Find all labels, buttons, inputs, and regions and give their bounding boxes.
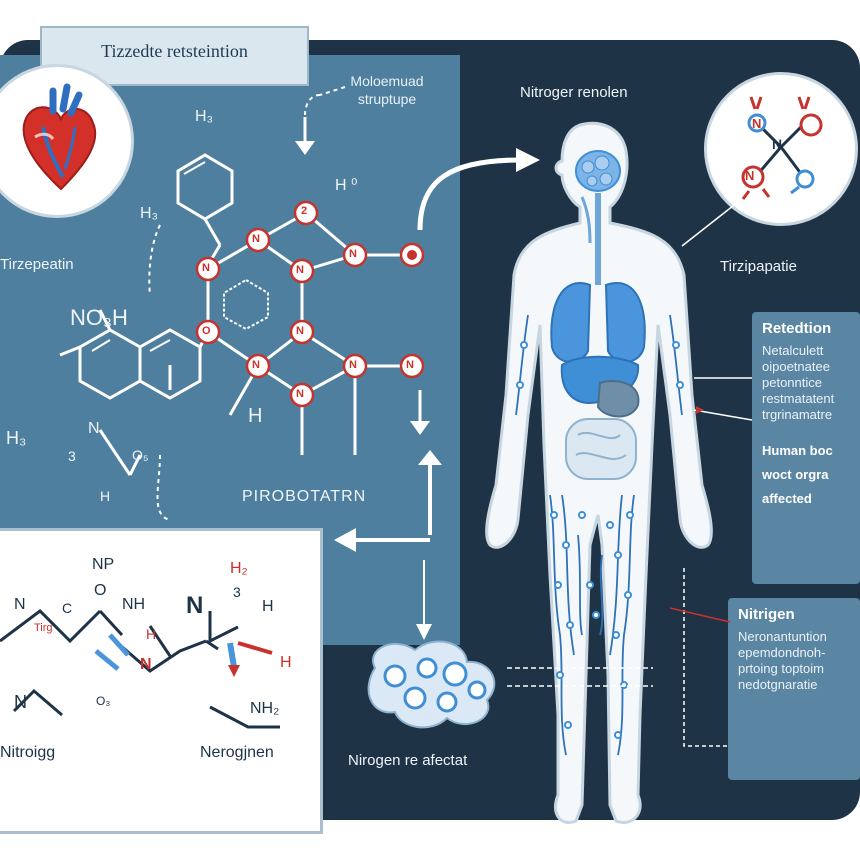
nitrigen-line: epemdondnoh- (738, 645, 826, 660)
nitrigen-line: Neronantuntion (738, 629, 827, 644)
bottom-chem-o3: O₃ (96, 694, 111, 708)
page-title: Tizzedte retsteintion (101, 41, 248, 61)
bottom-chem-o: O (94, 582, 107, 599)
affected-line: woct orgra (762, 467, 829, 482)
bottom-center-label: Nirogen re afectat (348, 752, 468, 769)
retention-line: petonntice (762, 375, 822, 390)
retention-line: oipoetnatee (762, 359, 830, 374)
bottom-chem-three: 3 (233, 584, 241, 600)
atom-n1: N (252, 233, 260, 245)
atom-z: 2 (301, 205, 308, 217)
top-right-label: Tirzipapatie (720, 258, 797, 275)
molecule-structure (59, 86, 442, 535)
retention-info-box: Retedtion Netalculett oipoetnatee petonn… (752, 312, 860, 584)
atom-n2: N (202, 262, 210, 274)
bottom-label-left: Nitroigg (0, 744, 56, 761)
atom-circles (195, 200, 425, 408)
chem-ho: H ⁰ (335, 177, 358, 194)
chem-h-mid: H (248, 405, 263, 427)
leader-lines-retention (693, 377, 753, 421)
bottom-chem-tirg: Tirg (34, 622, 53, 634)
human-body (485, 121, 713, 824)
bottom-chem-np: NP (92, 556, 115, 573)
affected-line: Human boc (762, 443, 833, 458)
retention-line: trgrinamatre (762, 407, 833, 422)
nitrigen-heading: Nitrigen (738, 606, 795, 623)
mini-n-right: N (752, 116, 762, 131)
nitrogen-removal-label: Nitroger renolen (520, 84, 628, 101)
chem-three: 3 (68, 448, 76, 464)
chem-o: O₅ (132, 447, 149, 463)
retention-line: Netalculett (762, 343, 824, 358)
atom-n7: N (349, 359, 357, 371)
chem-noh: NO₃H (70, 305, 128, 330)
mini-n-left: N (745, 168, 755, 183)
nitrogen-molecule-circle (704, 72, 858, 226)
curved-arrow (417, 148, 540, 231)
cell-leader-line (507, 667, 653, 687)
bottom-chem-nh2: NH₂ (250, 700, 280, 717)
bottom-chem-h-red: H (146, 626, 157, 642)
bottom-chem-n-red: N (140, 656, 152, 673)
affected-line: affected (762, 491, 812, 506)
bottom-chem-h-right: H (280, 654, 292, 671)
leader-line-molecule (681, 201, 739, 247)
bottom-chem-n-bl: N (14, 692, 27, 712)
retention-line: restmatatent (762, 391, 835, 406)
chem-h3-left: H₃ (140, 205, 159, 222)
heart-label: Tirzepeatin (0, 256, 74, 273)
center-label: PIROBOTATRN (242, 488, 367, 505)
heart-circle (0, 64, 134, 218)
bottom-chem-h2-red: H₂ (230, 560, 248, 577)
chem-n-lower: N (88, 420, 100, 437)
atom-o1: O (202, 325, 211, 337)
bottom-chem-nh: NH (122, 596, 146, 613)
bottom-label-right: Nerogjnen (200, 744, 274, 761)
leader-lines-nitrigen (669, 568, 731, 747)
chemical-structure-drawing (0, 609, 280, 729)
retention-heading: Retedtion (762, 320, 832, 337)
molecular-structure-label: Moloemuad struptupe (350, 73, 424, 107)
atom-layer (0, 55, 460, 535)
atom-n9: N (296, 388, 304, 400)
nitrigen-info-box: Nitrigen Neronantuntion epemdondnoh- prt… (728, 598, 860, 780)
mini-n-center: N (772, 136, 783, 152)
nitrogen-molecule-icon (741, 96, 823, 200)
atom-n8: N (406, 359, 414, 371)
atom-n3: N (296, 264, 304, 276)
chem-h-small: H (100, 488, 111, 504)
nitrigen-line: prtoing toptoim (738, 661, 824, 676)
heart-icon (22, 83, 97, 191)
atom-n5: N (296, 325, 304, 337)
chem-h3-top: H₃ (195, 108, 214, 125)
atom-n4: N (349, 248, 357, 260)
atom-n6: N (252, 359, 260, 371)
chem-h3-bottom: H₃ (6, 428, 27, 448)
bottom-chem-n: N (14, 596, 26, 613)
cell-cluster-icon (367, 640, 496, 729)
bottom-chem-c: C (62, 600, 73, 616)
nitrigen-line: nedotgnaratie (738, 677, 818, 692)
bottom-chem-h: H (262, 598, 274, 615)
bottom-chem-n-big: N (186, 592, 204, 619)
connector-arrows (334, 528, 432, 640)
chemical-structure-box (0, 528, 323, 834)
